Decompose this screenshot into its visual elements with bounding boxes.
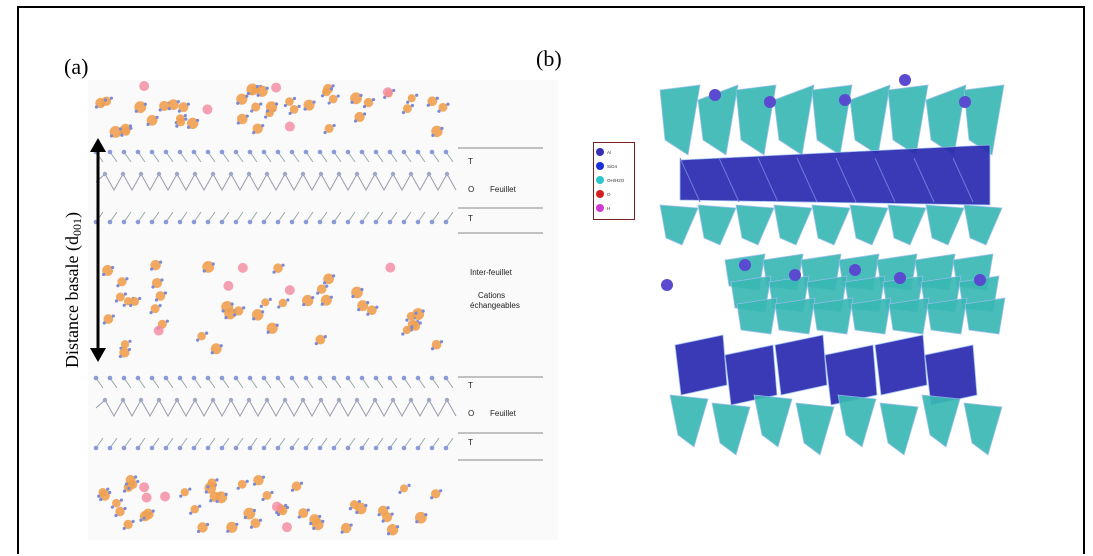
octahedron — [724, 344, 778, 406]
layer1-feuillet: Feuillet — [490, 185, 516, 194]
octahedron — [674, 334, 728, 396]
tetrahedron — [697, 204, 737, 246]
tetrahedron — [887, 204, 927, 246]
tetrahedron — [735, 204, 775, 246]
layer-1-sheets — [93, 149, 457, 225]
interlayer-label: Inter-feuillet — [470, 268, 512, 277]
cation-sphere — [764, 96, 776, 108]
top-interlayer — [94, 81, 450, 138]
tetrahedron — [879, 402, 919, 456]
legend-item: SiO4 — [596, 159, 632, 173]
legend-label: Al — [607, 149, 612, 155]
cation-sphere — [789, 269, 801, 281]
cation-sphere — [661, 279, 673, 291]
middle-interlayer — [102, 259, 444, 359]
legend-label: SiO4 — [607, 163, 618, 169]
tetrahedron — [921, 394, 961, 448]
tetrahedron — [849, 204, 889, 246]
tetrahedron — [963, 402, 1003, 456]
legend-swatch — [596, 162, 604, 170]
panel-a-structure — [88, 80, 558, 540]
legend-label: OH/H2O — [607, 177, 625, 183]
panel-b-label: (b) — [536, 46, 562, 71]
octahedron — [774, 334, 828, 396]
tetrahedron — [837, 394, 877, 448]
legend-swatch — [596, 148, 604, 156]
tetrahedron — [753, 394, 793, 448]
layer-2-sheets — [93, 375, 457, 451]
legend-swatch — [596, 204, 604, 212]
cation-sphere — [899, 74, 911, 86]
tetrahedron — [812, 297, 854, 335]
legend-swatch — [596, 190, 604, 198]
tetrahedron — [711, 402, 751, 456]
tetrahedron — [963, 84, 1005, 156]
cation-sphere — [839, 94, 851, 106]
cation-sphere — [974, 274, 986, 286]
legend-item: OH/H2O — [596, 173, 632, 187]
legend-label: O — [607, 191, 611, 197]
tetrahedron — [964, 297, 1006, 335]
legend-item: O — [596, 187, 632, 201]
legend-item: Al — [596, 145, 632, 159]
tetrahedron — [926, 297, 968, 335]
legend-swatch — [596, 176, 604, 184]
layer2-feuillet: Feuillet — [490, 409, 516, 418]
basal-distance-label: Distance basale (d001) — [62, 212, 84, 368]
octahedron — [874, 334, 928, 396]
tetrahedron — [659, 204, 699, 246]
basal-distance-arrow — [90, 138, 106, 362]
octahedron — [824, 344, 878, 406]
tetrahedron — [659, 84, 701, 156]
tetrahedron — [773, 204, 813, 246]
layer2-t-bottom: T — [468, 438, 473, 447]
tetrahedron — [925, 204, 965, 246]
cation-sphere — [849, 264, 861, 276]
bottom-interlayer — [97, 474, 443, 536]
panel-a-label: (a) — [64, 54, 89, 79]
cation-sphere — [894, 272, 906, 284]
tetrahedron — [736, 297, 778, 335]
layer2-o: O — [468, 409, 475, 418]
layer1-t-top: T — [468, 157, 473, 166]
tetrahedron — [697, 84, 739, 156]
cation-sphere — [959, 96, 971, 108]
tetrahedron — [774, 297, 816, 335]
figure-frame — [17, 6, 1085, 554]
legend-item: H — [596, 201, 632, 215]
layer1-o: O — [468, 185, 475, 194]
tetrahedron — [888, 297, 930, 335]
tetrahedron — [669, 394, 709, 448]
tetrahedron — [963, 204, 1003, 246]
legend-label: H — [607, 205, 611, 211]
tetrahedron — [795, 402, 835, 456]
tetrahedron — [811, 204, 851, 246]
octahedron — [924, 344, 978, 406]
layer1-t-bottom: T — [468, 214, 473, 223]
octahedral-sheet — [679, 144, 991, 206]
tetrahedron — [850, 297, 892, 335]
cation-sphere — [709, 89, 721, 101]
layer2-t-top: T — [468, 381, 473, 390]
exchangeable-label: échangeables — [470, 301, 520, 310]
cation-sphere — [739, 259, 751, 271]
cations-label: Cations — [478, 291, 506, 300]
panel-b-structure — [645, 70, 1025, 470]
